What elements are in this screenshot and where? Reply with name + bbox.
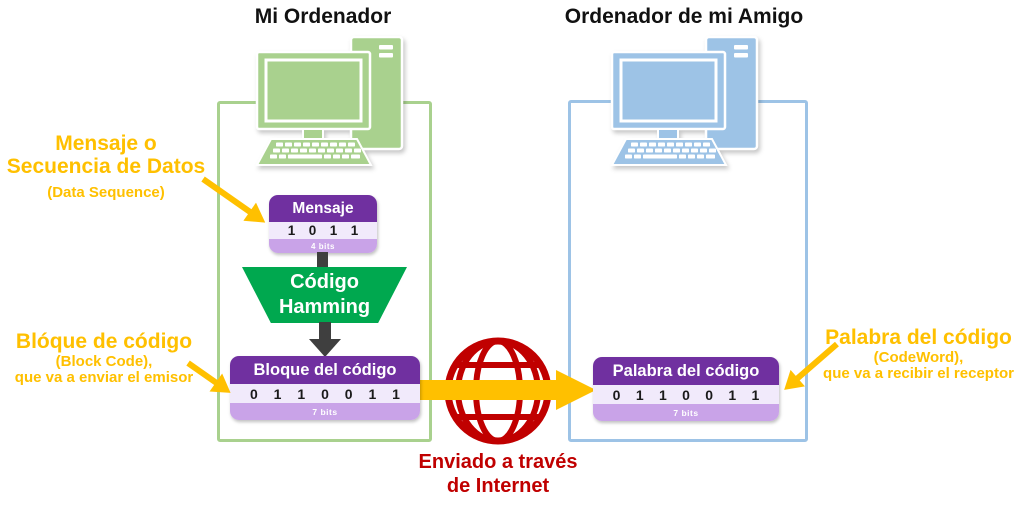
bit: 1 <box>658 386 667 403</box>
mensaje-box-title: Mensaje <box>269 195 377 222</box>
data-sequence-arrow-icon <box>201 176 266 223</box>
palabra-bits-row: 0 1 1 0 0 1 1 <box>593 385 779 404</box>
data-sequence-line2: Secuencia de Datos <box>6 154 206 178</box>
bit: 0 <box>705 386 714 403</box>
bit: 0 <box>308 223 317 238</box>
left-computer-title: Mi Ordenador <box>254 5 392 28</box>
block-code-arrow-icon <box>186 360 231 393</box>
bloque-box-title: Bloque del código <box>230 356 420 384</box>
computer-icon <box>610 36 759 166</box>
bit: 1 <box>329 223 338 238</box>
right-computer-title: Ordenador de mi Amigo <box>564 5 804 28</box>
palabra-size-label: 7 bits <box>593 404 779 421</box>
hamming-label-line2: Hamming <box>278 296 371 318</box>
hamming-label-line1: Código <box>290 271 359 293</box>
hamming-code-block: Código Hamming <box>242 267 407 323</box>
bit: 1 <box>368 385 377 402</box>
bit: 1 <box>635 386 644 403</box>
block-code-line3: que va a enviar el emisor <box>14 368 194 386</box>
connector-stub <box>317 252 328 268</box>
down-arrow-icon <box>309 322 341 357</box>
transmission-arrow-icon <box>420 370 596 410</box>
data-sequence-line3: (Data Sequence) <box>47 184 165 202</box>
block-code-line2: (Block Code), <box>55 352 153 370</box>
bit: 1 <box>728 386 737 403</box>
internet-caption-line2: de Internet <box>446 475 550 497</box>
block-code-label: Blóque de código (Block Code), que va a … <box>0 330 208 386</box>
palabra-box-title: Palabra del código <box>593 357 779 385</box>
bloque-bits-row: 0 1 1 0 0 1 1 <box>230 384 420 403</box>
bit: 1 <box>287 223 296 238</box>
data-sequence-line1: Mensaje o <box>55 132 157 155</box>
codeword-label: Palabra del código (CodeWord), que va a … <box>813 326 1024 382</box>
codeword-line1: Palabra del código <box>825 326 1012 349</box>
codeword-line3: que va a recibir el receptor <box>823 364 1014 382</box>
internet-caption-line1: Enviado a través <box>418 451 578 473</box>
mensaje-bits-row: 1 0 1 1 <box>269 222 377 239</box>
bit: 0 <box>344 385 353 402</box>
bit: 1 <box>392 385 400 402</box>
bit: 1 <box>751 386 760 403</box>
block-code-line1: Blóque de código <box>15 330 193 353</box>
computer-icon <box>255 36 404 166</box>
bit: 1 <box>273 385 282 402</box>
internet-caption: Enviado a través de Internet <box>403 450 593 498</box>
codeword-line2: (CodeWord), <box>873 348 964 366</box>
bloque-size-label: 7 bits <box>230 403 420 420</box>
bit: 0 <box>321 385 329 402</box>
bit: 1 <box>350 223 359 238</box>
bit: 0 <box>249 385 258 402</box>
bit: 1 <box>297 385 306 402</box>
bloque-box: Bloque del código 0 1 1 0 0 1 1 7 bits <box>230 356 420 420</box>
bit: 0 <box>612 386 621 403</box>
codeword-arrow-icon <box>784 341 839 390</box>
mensaje-size-label: 4 bits <box>269 239 377 253</box>
data-sequence-label: Mensaje o Secuencia de Datos (Data Seque… <box>0 132 212 202</box>
palabra-box: Palabra del código 0 1 1 0 0 1 1 7 bits <box>593 357 779 421</box>
bit: 0 <box>682 386 690 403</box>
mensaje-box: Mensaje 1 0 1 1 4 bits <box>269 195 377 253</box>
